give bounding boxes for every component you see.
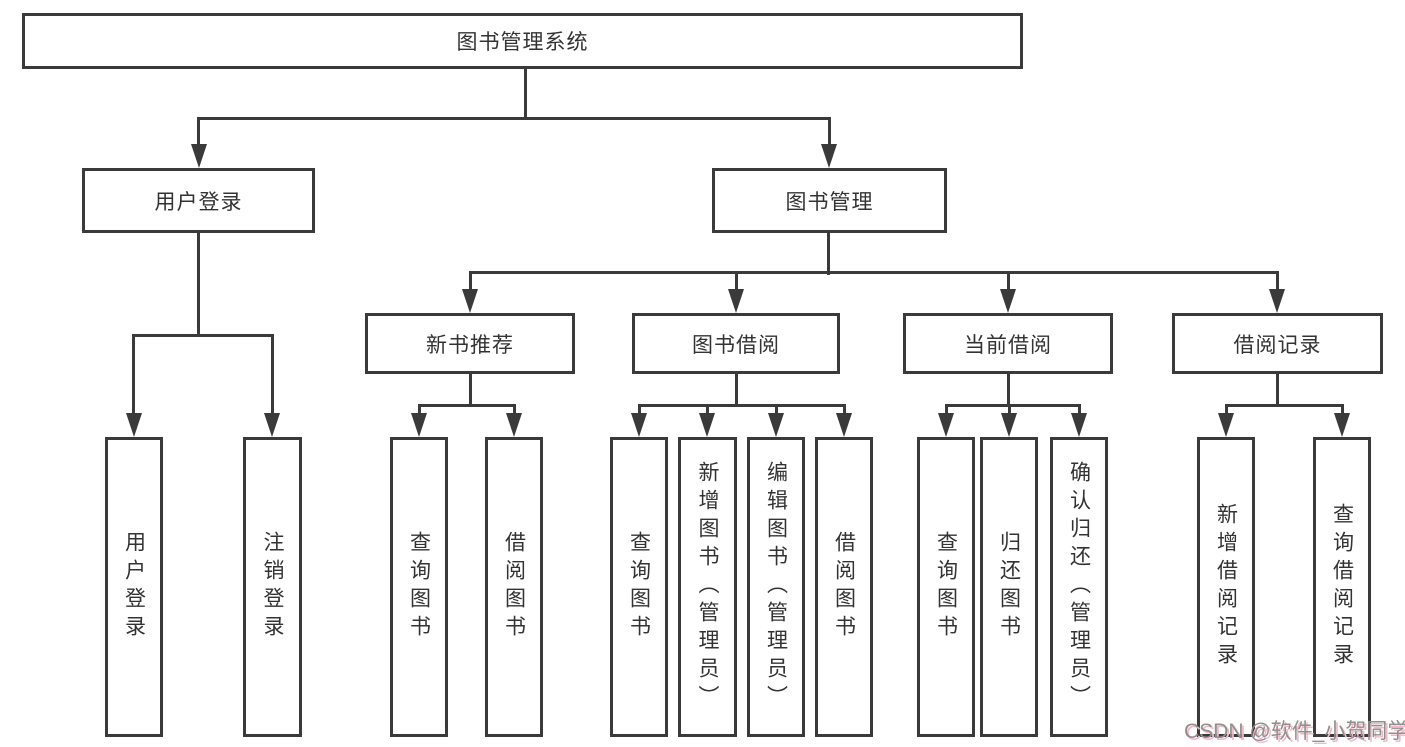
leaf-borrow-books: 借阅图书 (815, 437, 873, 737)
connector-line (706, 404, 709, 415)
connector-line (524, 66, 527, 120)
connector-line (1276, 373, 1279, 407)
watermark: CSDN @软件_小贺同学 (1184, 720, 1405, 743)
leaf-rec-borrow-books: 借阅图书 (485, 437, 543, 737)
connector-line (197, 117, 831, 120)
leaf-return-books: 归还图书 (980, 437, 1038, 737)
connector-line (132, 334, 274, 337)
connector-line (638, 404, 846, 407)
leaf-rec-query-books: 查询图书 (390, 437, 448, 737)
connector-line (1008, 404, 1011, 415)
leaf-add-books-admin: 新增图书（管理员） (678, 437, 737, 737)
connector-line (469, 373, 472, 407)
leaf-logout: 注销登录 (243, 437, 302, 737)
node-new-book-rec: 新书推荐 (365, 313, 575, 374)
connector-arrow (821, 144, 837, 168)
node-user-login: 用户登录 (82, 168, 315, 233)
node-book-mgmt: 图书管理 (712, 168, 947, 233)
connector-arrow (836, 413, 852, 437)
leaf-current-query-books: 查询图书 (917, 437, 975, 737)
connector-line (1225, 404, 1344, 407)
connector-arrow (1001, 413, 1017, 437)
connector-arrow (264, 413, 280, 437)
connector-arrow (1334, 413, 1350, 437)
connector-line (132, 334, 135, 415)
connector-line (418, 404, 421, 415)
connector-arrow (631, 413, 647, 437)
connector-arrow (1071, 413, 1087, 437)
leaf-confirm-return-admin: 确认归还（管理员） (1050, 437, 1108, 737)
connector-line (843, 404, 846, 415)
connector-arrow (728, 289, 744, 313)
connector-arrow (411, 413, 427, 437)
connector-arrow (699, 413, 715, 437)
connector-line (469, 271, 1279, 274)
connector-line (1276, 271, 1279, 291)
leaf-query-borrow-record: 查询借阅记录 (1313, 437, 1371, 737)
connector-line (1078, 404, 1081, 415)
leaf-edit-books-admin: 编辑图书（管理员） (747, 437, 805, 737)
connector-line (638, 404, 641, 415)
connector-arrow (938, 413, 954, 437)
connector-arrow (506, 413, 522, 437)
leaf-user-login: 用户登录 (105, 437, 163, 737)
connector-arrow (1269, 289, 1285, 313)
node-root: 图书管理系统 (22, 13, 1023, 69)
connector-line (418, 404, 516, 407)
connector-arrow (462, 289, 478, 313)
node-current-borrow: 当前借阅 (903, 313, 1113, 374)
connector-line (735, 373, 738, 407)
connector-line (197, 233, 200, 337)
connector-line (828, 117, 831, 146)
connector-line (1341, 404, 1344, 415)
connector-arrow (191, 144, 207, 168)
connector-line (1007, 373, 1010, 407)
connector-line (1225, 404, 1228, 415)
leaf-add-borrow-record: 新增借阅记录 (1197, 437, 1255, 737)
connector-line (469, 271, 472, 291)
leaf-borrow-query-books: 查询图书 (610, 437, 668, 737)
connector-line (827, 233, 830, 275)
connector-line (197, 117, 200, 146)
connector-line (1007, 271, 1010, 291)
connector-line (271, 334, 274, 415)
connector-line (945, 404, 1081, 407)
connector-arrow (1000, 289, 1016, 313)
node-borrow-records: 借阅记录 (1172, 313, 1383, 374)
connector-line (775, 404, 778, 415)
connector-arrow (126, 413, 142, 437)
connector-arrow (768, 413, 784, 437)
connector-line (945, 404, 948, 415)
node-book-borrow: 图书借阅 (632, 313, 840, 374)
connector-arrow (1218, 413, 1234, 437)
connector-line (513, 404, 516, 415)
connector-line (735, 271, 738, 291)
